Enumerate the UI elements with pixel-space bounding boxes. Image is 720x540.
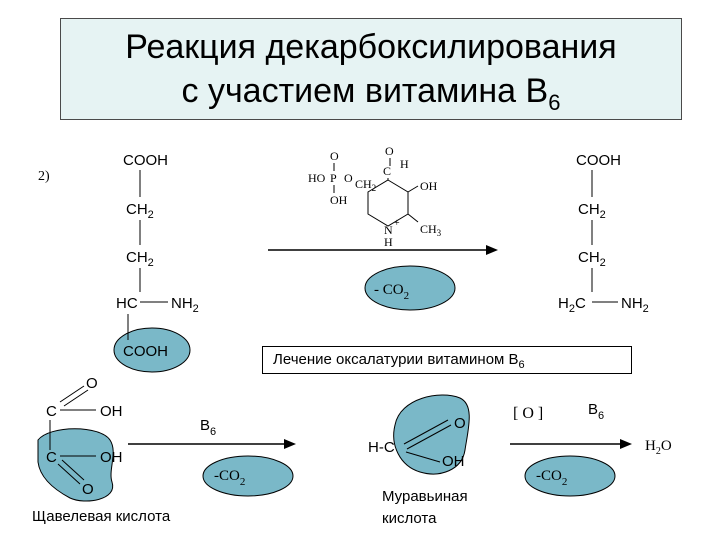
svg-text:C: C [46, 449, 57, 466]
substrate-molecule: COOH CH2 CH2 HC NH2 COOH [116, 152, 199, 360]
svg-text:H: H [384, 235, 393, 249]
oxalaturia-label-sub: 6 [518, 359, 525, 371]
product-molecule: COOH CH2 CH2 H2C NH2 [558, 152, 649, 315]
co2-highlight-1 [364, 265, 456, 311]
formic-acid-caption-1: Муравьиная [382, 488, 468, 505]
oxalate-highlight [37, 428, 114, 502]
oxalaturia-label: Лечение оксалатурии витамином В6 [262, 346, 632, 374]
reaction-number: 2) [38, 169, 50, 184]
svg-text:O: O [330, 149, 339, 163]
svg-text:OH: OH [442, 453, 465, 470]
plp-molecule: O HO P O OH CH2 O C H OH CH3 N + H [308, 144, 442, 249]
water-product: H2O [645, 438, 672, 457]
catalyst-b6-2: В6 [588, 401, 604, 422]
title-box: Реакция декарбоксилирования с участием в… [60, 18, 682, 120]
svg-text:C: C [383, 164, 391, 178]
svg-text:C: C [46, 403, 57, 420]
substrate-ch2-a: CH2 [126, 201, 154, 221]
svg-text:OH: OH [100, 403, 123, 420]
svg-text:HO: HO [308, 171, 326, 185]
catalyst-b6-1: В6 [200, 417, 216, 438]
formic-acid-caption-2: кислота [382, 510, 437, 527]
svg-text:H: H [400, 157, 409, 171]
cooh-highlight [113, 327, 191, 373]
svg-text:O: O [454, 415, 466, 432]
svg-text:CH2: CH2 [578, 201, 606, 221]
svg-text:N: N [384, 223, 393, 237]
co2-loss-1: - CO2 [374, 282, 409, 302]
formic-acid-molecule: O H-C OH [368, 415, 466, 470]
co2-highlight-3 [524, 455, 616, 497]
substrate-nh2: NH2 [171, 295, 199, 315]
oxalic-acid-caption: Щавелевая кислота [32, 508, 171, 525]
oxalaturia-label-text: Лечение оксалатурии витамином В [273, 351, 519, 368]
svg-text:H2C: H2C [558, 295, 586, 315]
svg-text:O: O [82, 481, 94, 498]
title-line-1: Реакция декарбоксилирования [125, 28, 617, 66]
substrate-hc: HC [116, 295, 138, 312]
title-line-2-sub: 6 [548, 89, 561, 115]
svg-text:CH2: CH2 [578, 249, 606, 269]
co2-loss-2: -CO2 [214, 468, 245, 488]
oxidant: [ O ] [513, 405, 543, 422]
substrate-ch2-b: CH2 [126, 249, 154, 269]
svg-text:O: O [344, 171, 353, 185]
substrate-cooh-bottom: COOH [123, 343, 168, 360]
svg-text:+: + [394, 218, 400, 229]
svg-text:OH: OH [100, 449, 123, 466]
svg-text:H-C: H-C [368, 439, 395, 456]
svg-text:CH2: CH2 [355, 177, 376, 193]
svg-text:O: O [385, 144, 394, 158]
svg-text:O: O [86, 375, 98, 392]
title-line-2-text: с участием витамина В [181, 72, 549, 110]
co2-highlight-2 [202, 455, 294, 497]
svg-text:COOH: COOH [576, 152, 621, 169]
svg-text:CH3: CH3 [420, 222, 442, 238]
svg-text:OH: OH [330, 193, 348, 207]
title-line-2: с участием витамина В6 [61, 71, 681, 123]
substrate-cooh-top: COOH [123, 152, 168, 169]
svg-text:P: P [330, 171, 337, 185]
svg-text:NH2: NH2 [621, 295, 649, 315]
svg-text:OH: OH [420, 179, 438, 193]
oxalic-acid-molecule: O C OH C OH O [46, 375, 123, 498]
co2-loss-3: -CO2 [536, 468, 567, 488]
